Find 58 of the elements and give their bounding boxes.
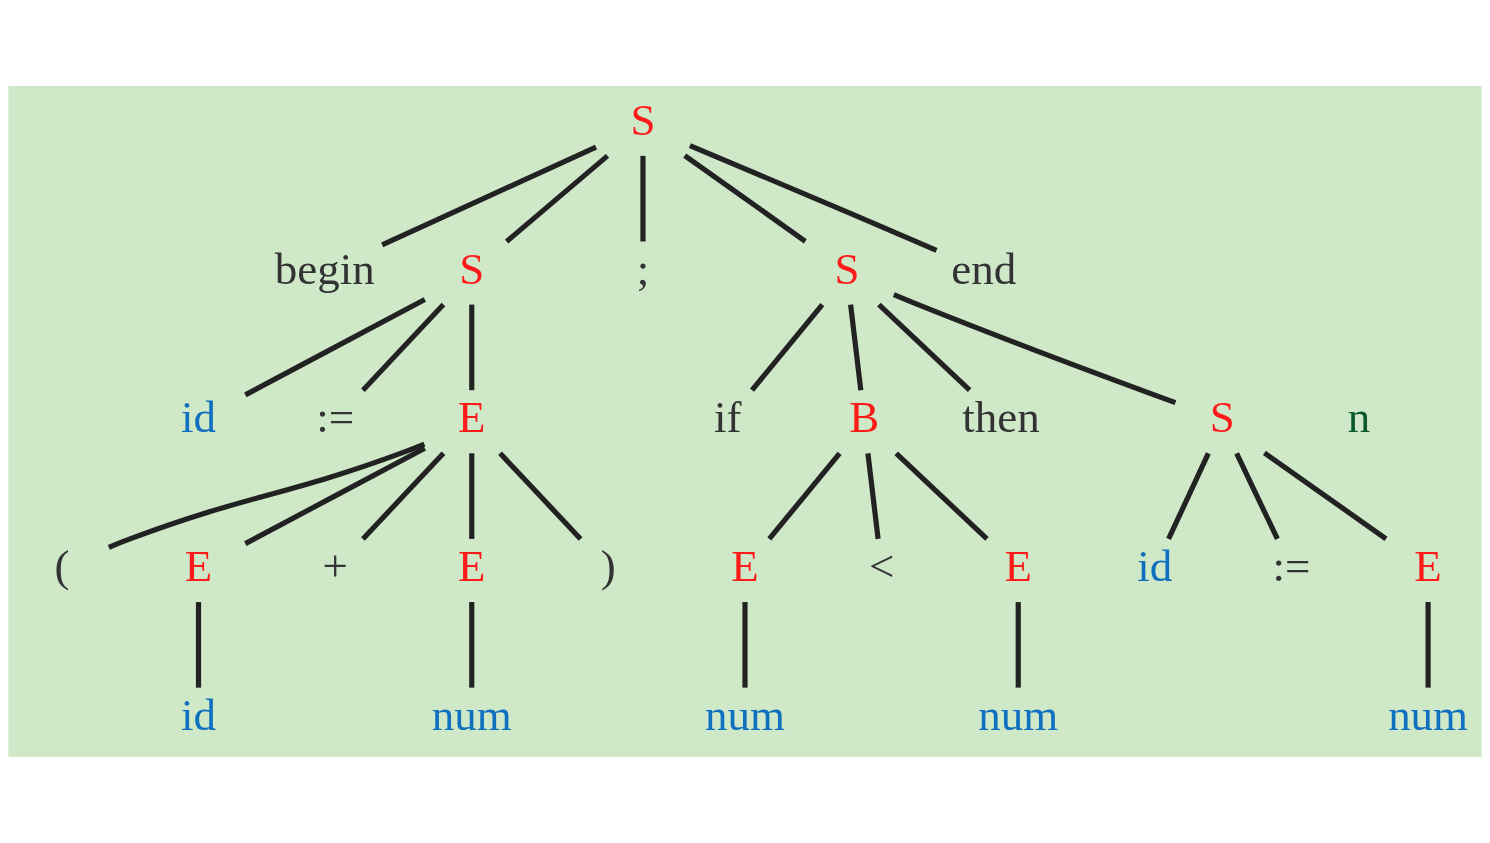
node-text: ) bbox=[600, 541, 616, 592]
node-text: id bbox=[181, 689, 216, 740]
node-text: id bbox=[181, 392, 216, 443]
connector bbox=[892, 292, 1177, 406]
connector bbox=[1166, 452, 1211, 541]
node-text: E bbox=[1414, 541, 1442, 592]
node-text: if bbox=[713, 392, 742, 443]
node-text: := bbox=[1272, 541, 1311, 592]
node-text: num bbox=[705, 689, 785, 740]
node-text: E bbox=[731, 541, 759, 592]
connector bbox=[195, 602, 202, 688]
connector bbox=[469, 453, 475, 539]
node-text: end bbox=[951, 243, 1017, 294]
connector bbox=[877, 302, 972, 393]
node-text: S bbox=[630, 94, 656, 145]
node-text: E bbox=[184, 541, 213, 592]
node-text: E bbox=[1004, 541, 1032, 592]
node-text: B bbox=[849, 392, 880, 443]
connector bbox=[361, 451, 446, 541]
connector bbox=[1262, 450, 1388, 541]
label: n bbox=[1347, 392, 1371, 443]
node-text: num bbox=[1388, 689, 1469, 740]
node-text: S bbox=[834, 243, 860, 294]
connector bbox=[469, 304, 475, 391]
connector bbox=[848, 304, 864, 391]
connector bbox=[244, 297, 426, 398]
connector bbox=[894, 451, 989, 541]
connector bbox=[767, 451, 842, 541]
node-text: := bbox=[316, 392, 355, 443]
connector bbox=[865, 453, 881, 540]
connector bbox=[640, 155, 646, 242]
node-text: < bbox=[868, 541, 895, 592]
node-text: then bbox=[962, 392, 1040, 443]
connector bbox=[1425, 602, 1431, 688]
connector bbox=[504, 153, 610, 244]
node-text: ; bbox=[636, 243, 650, 294]
node-text: + bbox=[322, 541, 348, 592]
connector bbox=[688, 143, 938, 253]
connector bbox=[361, 302, 446, 392]
node-text: E bbox=[458, 541, 486, 592]
connector bbox=[244, 445, 426, 546]
node-text: S bbox=[459, 243, 485, 294]
connector bbox=[742, 602, 748, 688]
connector bbox=[1015, 602, 1021, 688]
connector bbox=[469, 602, 475, 688]
node-text: E bbox=[458, 392, 486, 443]
node-text: num bbox=[978, 689, 1059, 740]
node-text: id bbox=[1137, 541, 1173, 592]
node-text: ( bbox=[54, 541, 70, 592]
connector bbox=[107, 441, 426, 550]
node-text: num bbox=[431, 689, 512, 740]
connector bbox=[1234, 452, 1280, 541]
connector bbox=[750, 302, 825, 392]
connector bbox=[498, 451, 583, 541]
node-text: begin bbox=[274, 243, 375, 294]
node-text: S bbox=[1209, 392, 1235, 443]
connector bbox=[683, 153, 807, 244]
connector bbox=[381, 144, 598, 248]
